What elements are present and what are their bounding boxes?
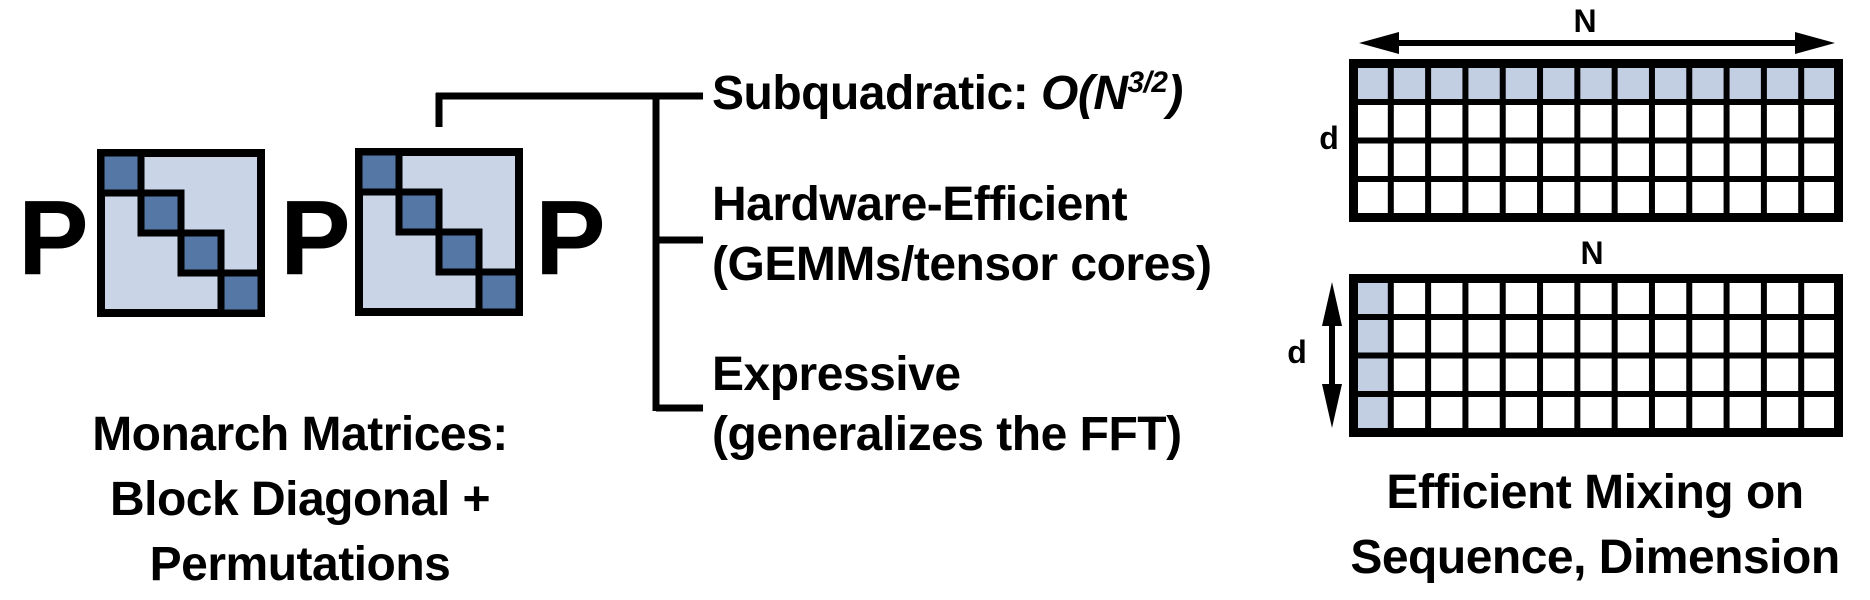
- bracket-connector: [435, 92, 703, 412]
- monarch-matrix-1: [97, 149, 265, 317]
- complexity-formula: O(N3/2): [1041, 66, 1183, 120]
- monarch-caption-line-1: Monarch Matrices:: [92, 408, 508, 461]
- feature-expressive-line-1: Expressive: [712, 348, 961, 401]
- dimension-mixing-grid: [1349, 274, 1843, 437]
- feature-expressive: Expressive (generalizes the FFT): [712, 345, 1182, 465]
- permutation-label-2: P: [280, 179, 351, 297]
- sequence-axis-label-n: N: [1573, 3, 1597, 39]
- monarch-matrix-2: [355, 148, 523, 316]
- feature-subquadratic-label: Subquadratic:: [712, 67, 1042, 120]
- mixing-caption: Efficient Mixing on Sequence, Dimension: [1340, 460, 1850, 590]
- sequence-width-arrow-icon: [1359, 32, 1835, 54]
- dimension-dim-label-d: d: [1287, 334, 1307, 370]
- dimension-axis-label-n: N: [1580, 235, 1604, 271]
- monarch-caption-line-3: Permutations: [149, 538, 451, 591]
- feature-hardware: Hardware-Efficient (GEMMs/tensor cores): [712, 175, 1212, 295]
- feature-subquadratic: Subquadratic: O(N3/2): [712, 64, 1183, 124]
- monarch-caption-line-2: Block Diagonal +: [109, 473, 491, 526]
- permutation-label-1: P: [18, 179, 89, 297]
- mixing-caption-line-1: Efficient Mixing on: [1386, 466, 1804, 519]
- formula-exponent: 3/2: [1127, 66, 1168, 99]
- sequence-dim-label-d: d: [1319, 120, 1339, 156]
- feature-expressive-line-2: (generalizes the FFT): [712, 408, 1182, 461]
- dimension-height-arrow-icon: [1322, 282, 1342, 428]
- monarch-caption: Monarch Matrices: Block Diagonal + Permu…: [50, 402, 550, 597]
- sequence-mixing-grid: [1349, 59, 1843, 222]
- feature-hardware-line-2: (GEMMs/tensor cores): [712, 238, 1212, 291]
- permutation-label-3: P: [535, 179, 606, 297]
- mixing-caption-line-2: Sequence, Dimension: [1350, 531, 1840, 584]
- feature-hardware-line-1: Hardware-Efficient: [712, 178, 1128, 231]
